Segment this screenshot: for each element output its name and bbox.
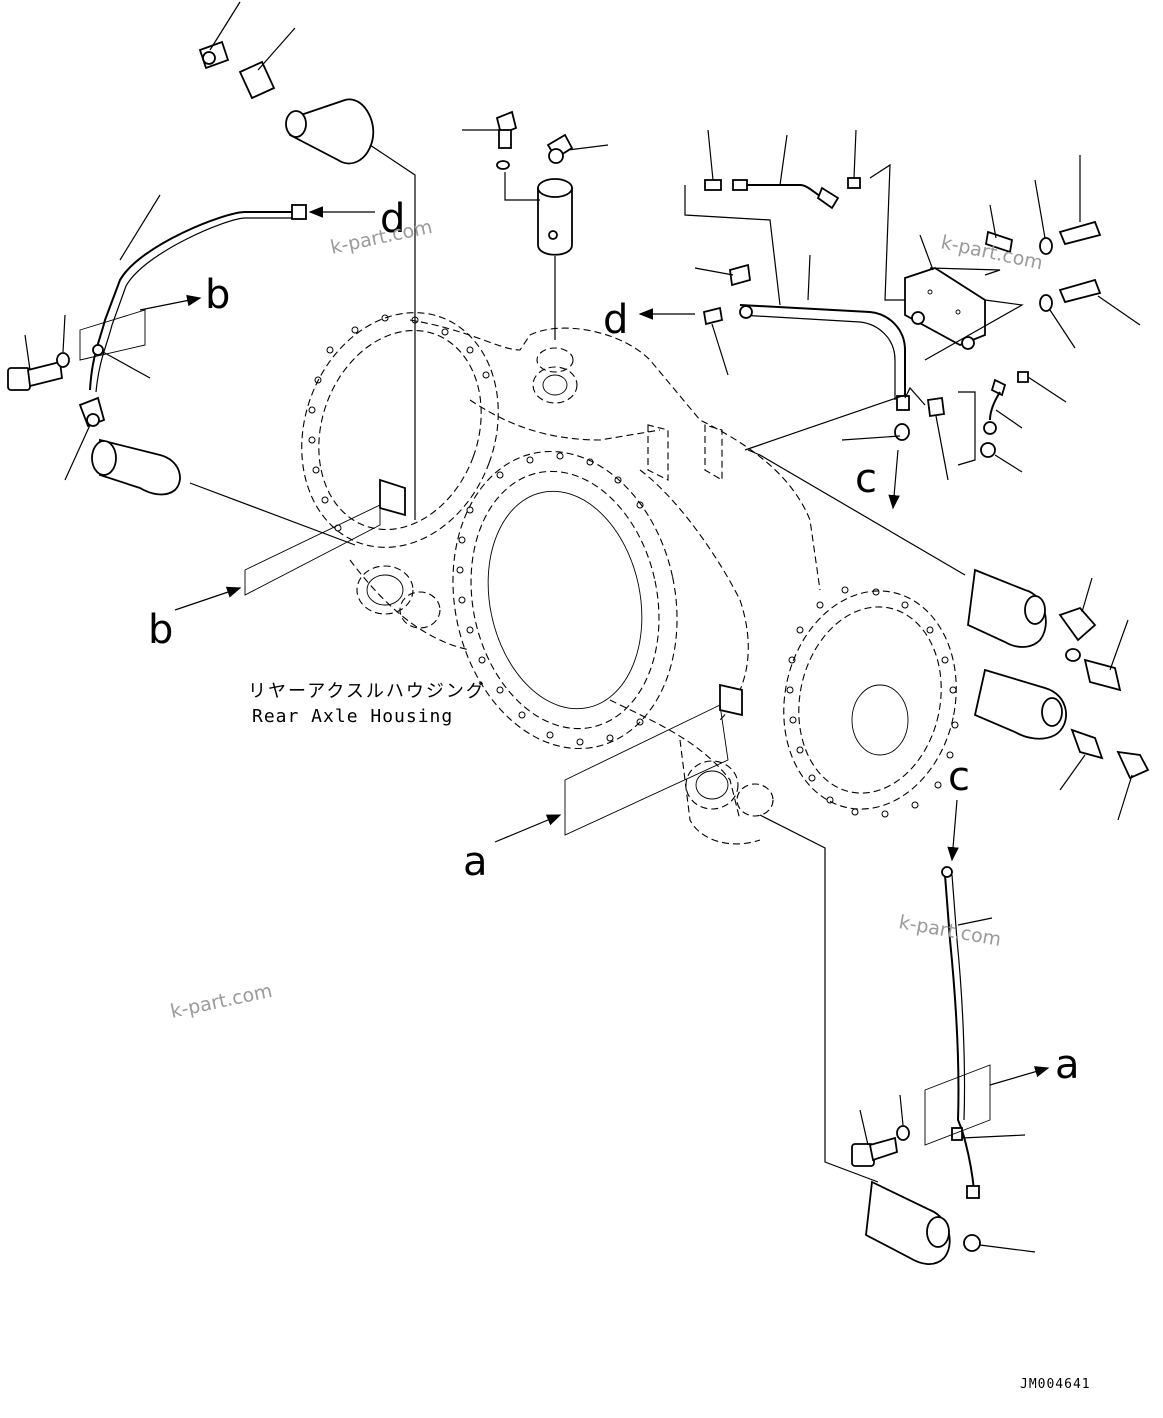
watermark-lower-left: k-part.com — [168, 980, 274, 1023]
callout-c-lower-right: c — [948, 754, 970, 800]
housing-label-japanese: リヤーアクスルハウジング — [248, 681, 486, 702]
callout-a-center: a — [463, 839, 488, 885]
top-center-pin-assembly — [462, 110, 609, 340]
left-tube-assembly — [7, 194, 375, 546]
rear-axle-housing — [301, 312, 957, 845]
callout-c-upper-right: c — [855, 456, 877, 502]
callout-d-upper-left: d — [380, 196, 405, 242]
drawing-code: JM004641 — [1020, 1377, 1091, 1392]
upper-left-pin-assembly — [198, 1, 416, 520]
left-bracket-plate — [174, 478, 406, 611]
housing-label-english: Rear Axle Housing — [252, 706, 453, 727]
lower-bracket-plate — [494, 683, 743, 843]
bottom-right-tube-assembly — [759, 799, 1050, 1265]
right-pin-assembly — [747, 449, 1150, 821]
callout-d-upper-right: d — [603, 297, 628, 343]
callout-b-upper-left: b — [205, 272, 230, 318]
callout-b-left: b — [148, 607, 173, 653]
upper-right-bracket-assembly — [638, 129, 1141, 510]
callout-a-lower-right: a — [1055, 1042, 1080, 1088]
